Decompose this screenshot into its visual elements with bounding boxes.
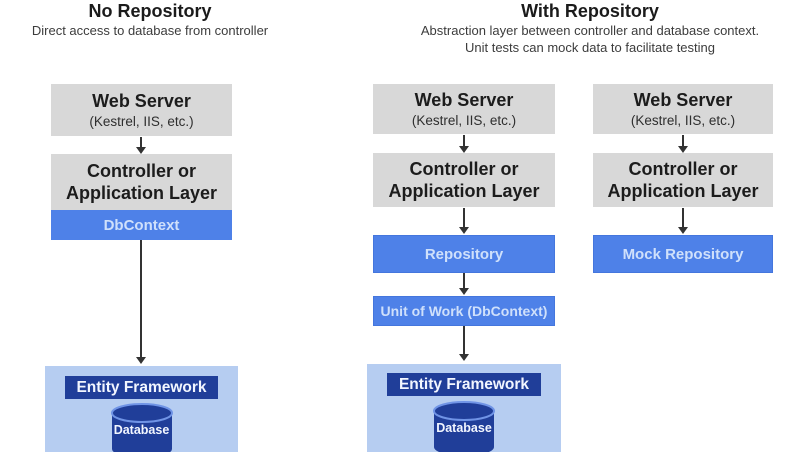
web-server-title: Web Server — [414, 89, 514, 110]
entity-framework-label: Entity Framework — [76, 378, 207, 396]
controller-title-line2: Application Layer — [607, 181, 759, 201]
arrow-shaft — [463, 273, 465, 288]
repository-box: Repository — [373, 235, 555, 273]
arrow-down-icon — [135, 240, 147, 364]
controller-box: Controller or Application Layer — [373, 153, 555, 207]
section-title: No Repository — [88, 1, 212, 21]
dbcontext-bar: DbContext — [51, 210, 232, 240]
database-cylinder: Database — [431, 400, 497, 452]
web-server-title: Web Server — [92, 90, 191, 111]
arrow-shaft — [463, 326, 465, 354]
controller-title-line1: Controller or — [409, 159, 519, 179]
arrow-head — [136, 357, 146, 364]
section-subtitle: Direct access to database from controlle… — [31, 23, 269, 38]
section-subtitle: Unit tests can mock data to facilitate t… — [464, 40, 715, 55]
arrow-shaft — [682, 208, 684, 227]
mock-repository-box: Mock Repository — [593, 235, 773, 273]
entity-framework-label: Entity Framework — [398, 375, 530, 393]
controller-title-line2: Application Layer — [65, 183, 218, 203]
section-subtitle: Abstraction layer between controller and… — [420, 23, 760, 38]
data-store-container: Entity Framework Database — [367, 364, 561, 452]
unit-of-work-label: Unit of Work (DbContext) — [380, 303, 548, 319]
arrow-shaft — [682, 135, 684, 146]
section-header-with-repository: With Repository Abstraction layer betwee… — [380, 0, 800, 56]
section-header-no-repository: No Repository Direct access to database … — [0, 0, 300, 39]
repository-label: Repository — [424, 245, 504, 263]
arrow-head — [459, 354, 469, 361]
arrow-head — [459, 146, 469, 153]
arrow-head — [678, 227, 688, 234]
section-title: With Repository — [521, 1, 659, 21]
controller-box: Controller or Application Layer DbContex… — [51, 154, 232, 240]
arrow-down-icon — [458, 273, 470, 295]
entity-framework-bar: Entity Framework — [65, 376, 218, 399]
unit-of-work-box: Unit of Work (DbContext) — [373, 296, 555, 326]
data-store-container: Entity Framework Database — [45, 366, 238, 452]
controller-gray-area: Controller or Application Layer — [51, 154, 232, 210]
arrow-down-icon — [677, 208, 689, 234]
arrow-head — [136, 147, 146, 154]
arrow-head — [459, 288, 469, 295]
arrow-shaft — [463, 135, 465, 146]
arrow-shaft — [463, 208, 465, 227]
arrow-shaft — [140, 137, 142, 147]
arrow-head — [459, 227, 469, 234]
arrow-head — [678, 146, 688, 153]
dbcontext-label: DbContext — [103, 216, 180, 234]
arrow-down-icon — [677, 135, 689, 153]
web-server-subtitle: (Kestrel, IIS, etc.) — [89, 113, 194, 129]
database-icon — [110, 403, 173, 452]
database-label: Database — [436, 421, 492, 435]
web-server-subtitle: (Kestrel, IIS, etc.) — [411, 112, 517, 128]
database-label: Database — [113, 423, 170, 437]
web-server-box: Web Server (Kestrel, IIS, etc.) — [51, 84, 232, 136]
controller-title-line1: Controller or — [628, 159, 738, 179]
mock-repository-label: Mock Repository — [622, 245, 744, 263]
web-server-box: Web Server (Kestrel, IIS, etc.) — [593, 84, 773, 134]
controller-title-line1: Controller or — [86, 161, 196, 181]
arrow-shaft — [140, 240, 142, 357]
controller-box: Controller or Application Layer — [593, 153, 773, 207]
web-server-box: Web Server (Kestrel, IIS, etc.) — [373, 84, 555, 134]
web-server-subtitle: (Kestrel, IIS, etc.) — [630, 112, 736, 128]
arrow-down-icon — [458, 135, 470, 153]
web-server-title: Web Server — [633, 89, 733, 110]
database-cylinder: Database — [109, 402, 175, 452]
arrow-down-icon — [458, 208, 470, 234]
controller-title-line2: Application Layer — [388, 181, 540, 201]
arrow-down-icon — [135, 137, 147, 154]
database-icon — [433, 401, 495, 452]
entity-framework-bar: Entity Framework — [387, 373, 541, 396]
arrow-down-icon — [458, 326, 470, 361]
